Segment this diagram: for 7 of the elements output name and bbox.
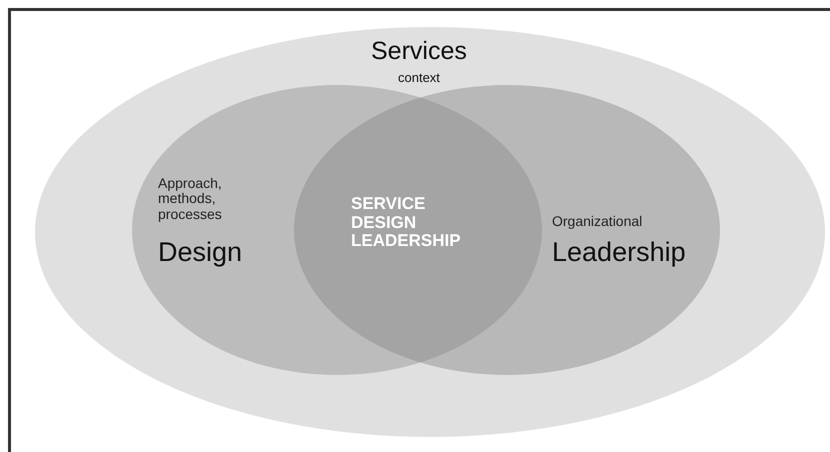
overlap-heading: SERVICE DESIGN LEADERSHIP [351,195,461,252]
title-text: Services [371,38,467,66]
description-text: Organizational [552,214,642,230]
subtitle-text: context [398,71,440,86]
heading-text: Design [158,238,242,268]
heading-text: Leadership [552,238,686,268]
description-text: Approach, methods, processes [158,176,222,222]
